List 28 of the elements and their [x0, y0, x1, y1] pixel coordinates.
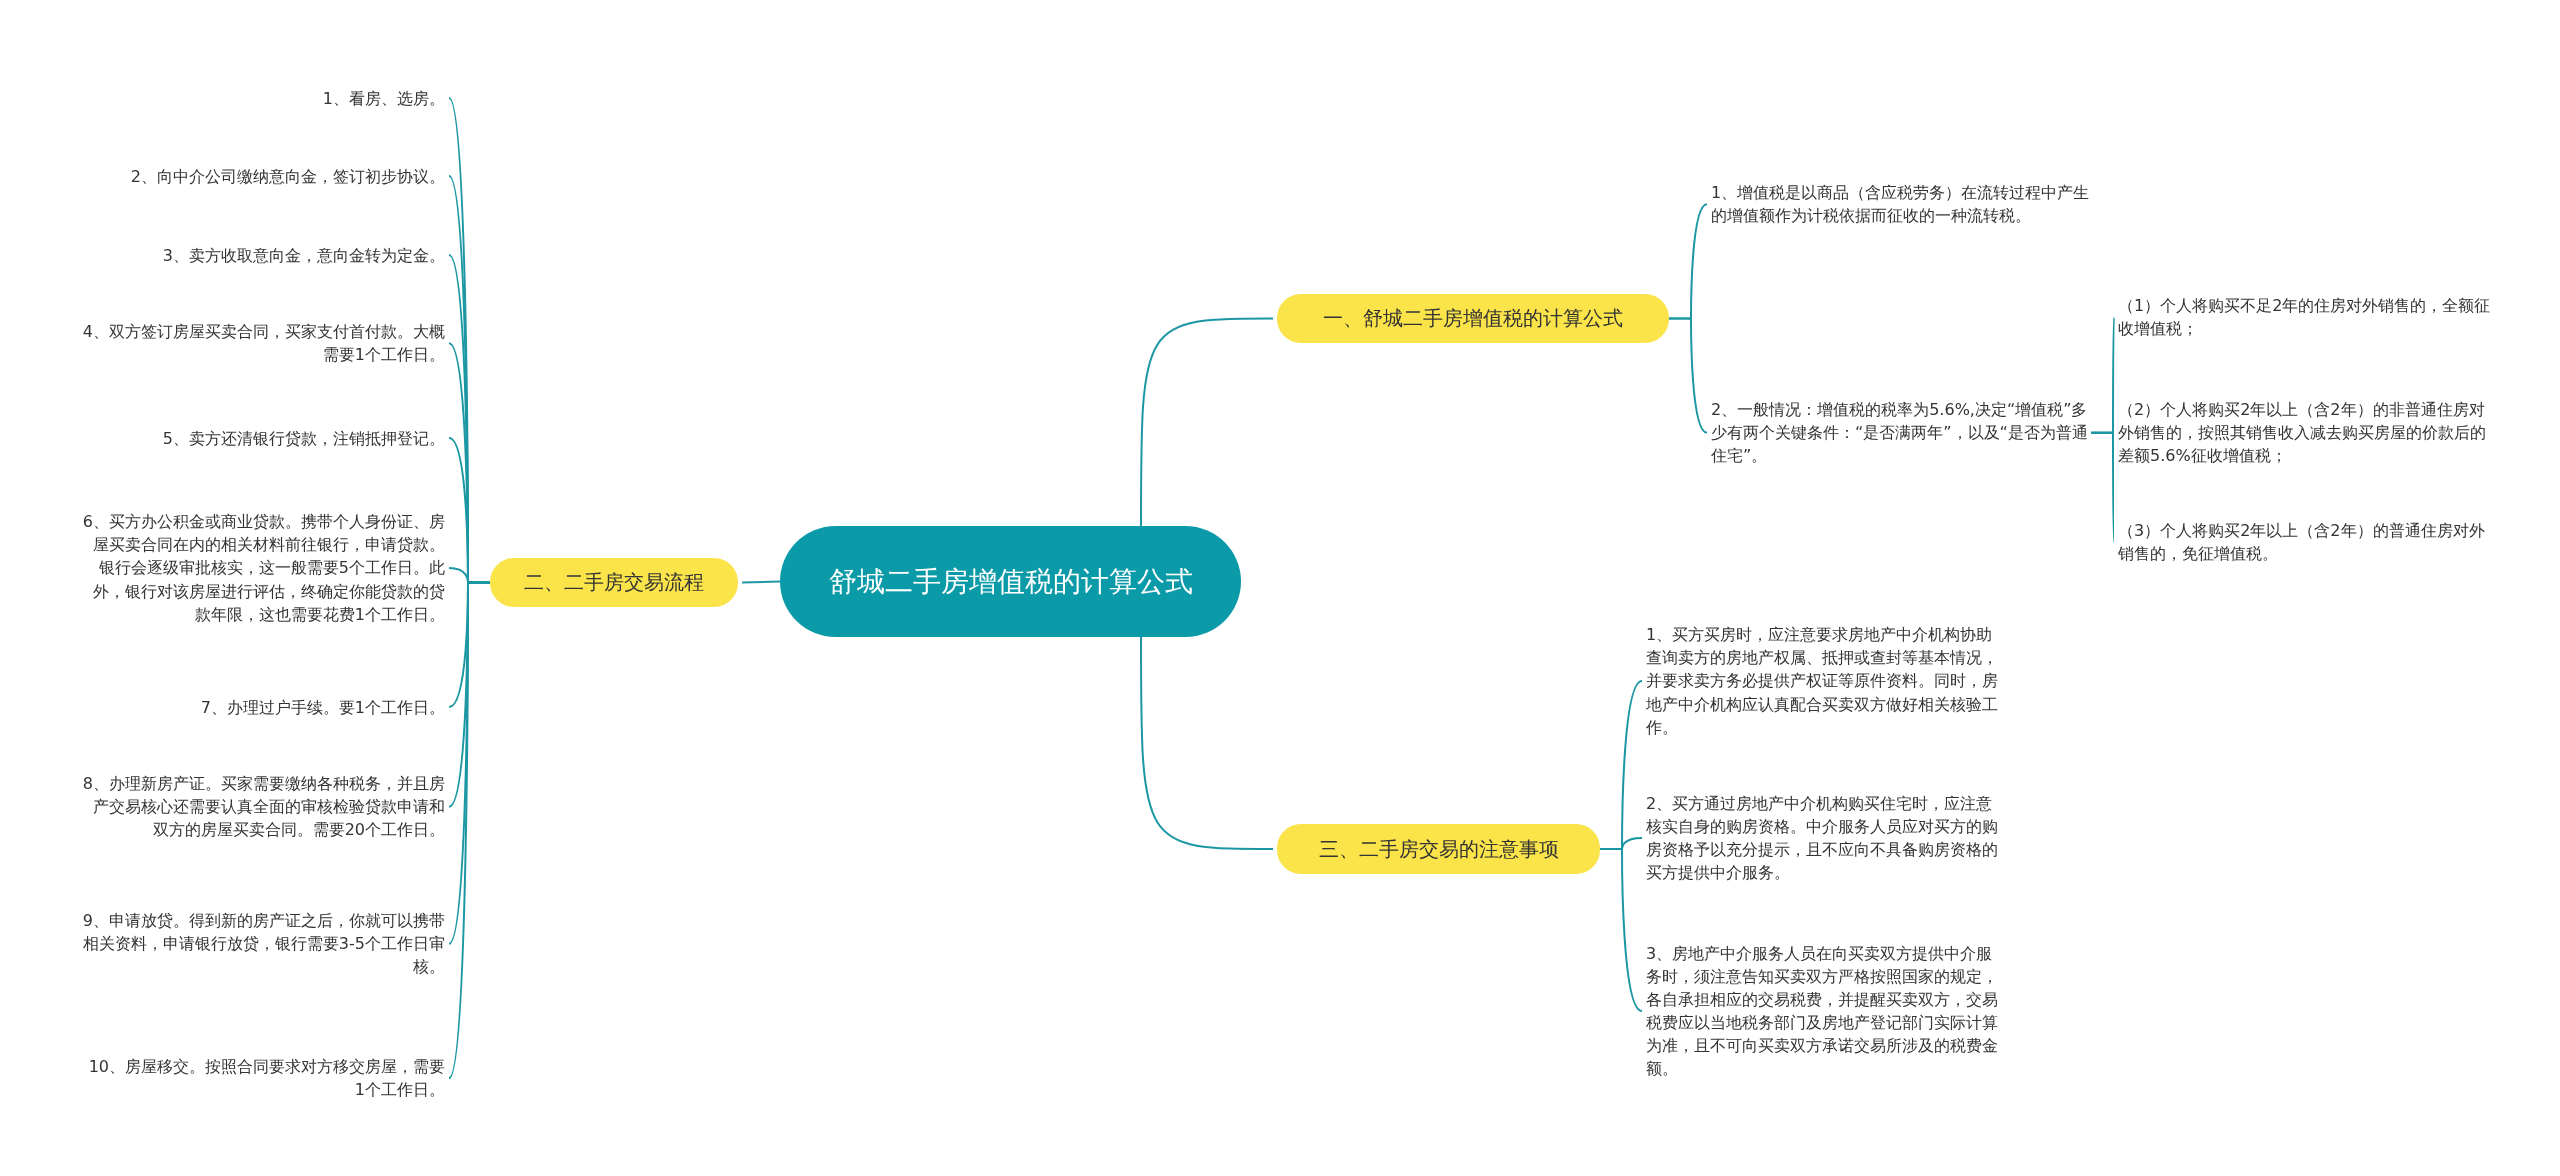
topic-text: 2、买方通过房地产中介机构购买住宅时，应注意核实自身的购房资格。中介服务人员应对买方的购房资格予以充分提示，且不应向不具备购房资格的买方提供中介服务。 — [1646, 791, 2006, 885]
topic-text: 9、申请放贷。得到新的房产证之后，你就可以携带相关资料，申请银行放贷，银行需要3-5个工作日审核。 — [80, 909, 445, 979]
topic-text: 3、房地产中介服务人员在向买卖双方提供中介服务时，须注意告知买卖双方严格按照国家的规定，各自承担相应的交易税费，并提醒买卖双方，交易税费应以当地税务部门及房地产登记部门实际计算为准，且不可向买卖双方承诺交易所涉及的税费金额。 — [1646, 941, 2006, 1081]
topic-text: 1、买方买房时，应注意要求房地产中介机构协助查询卖方的房地产权属、抵押或查封等基本情况，并要求卖方务必提供产权证等原件资料。同时，房地产中介机构应认真配合买卖双方做好相关核验工作。 — [1646, 623, 2006, 739]
branch-topic: 二、二手房交易流程 — [490, 558, 738, 607]
topic-text: 2、向中介公司缴纳意向金，签订初步协议。 — [80, 164, 445, 188]
topic-text: （3）个人将购买2年以上（含2年）的普通住房对外销售的，免征增值税。 — [2118, 519, 2498, 566]
topic-text: 7、办理过户手续。要1个工作日。 — [80, 695, 445, 719]
connector-line — [2090, 431, 2115, 544]
connector-line — [1668, 317, 1708, 434]
connector-line — [1140, 317, 1274, 527]
connector-line — [1140, 636, 1274, 850]
connector-line — [1599, 848, 1643, 1013]
topic-text: 10、房屋移交。按照合同要求对方移交房屋，需要1个工作日。 — [80, 1055, 445, 1102]
topic-text: 4、双方签订房屋买卖合同，买家支付首付款。大概需要1个工作日。 — [80, 320, 445, 367]
topic-text: 3、卖方收取意向金，意向金转为定金。 — [80, 243, 445, 267]
connector-line — [741, 580, 781, 584]
topic-text: 1、增值税是以商品（含应税劳务）在流转过程中产生的增值额作为计税依据而征收的一种流转税。 — [1711, 181, 2091, 228]
branch-topic: 三、二手房交易的注意事项 — [1277, 824, 1600, 874]
topic-text: 5、卖方还清银行贷款，注销抵押登记。 — [80, 426, 445, 450]
topic-text: （1）个人将购买不足2年的住房对外销售的，全额征收增值税； — [2118, 294, 2498, 341]
topic-text: 8、办理新房产证。买家需要缴纳各种税务，并且房产交易核心还需要认真全面的审核检验贷款申请和双方的房屋买卖合同。需要20个工作日。 — [80, 772, 445, 842]
branch-topic: 一、舒城二手房增值税的计算公式 — [1277, 294, 1669, 343]
topic-text: （2）个人将购买2年以上（含2年）的非普通住房对外销售的，按照其销售收入减去购买房屋的价款后的差额5.6%征收增值税； — [2118, 398, 2498, 468]
topic-text: 1、看房、选房。 — [80, 86, 445, 110]
topic-text: 6、买方办公积金或商业贷款。携带个人身份证、房屋买卖合同在内的相关材料前往银行，申请贷款。银行会逐级审批核实，这一般需要5个工作日。此外，银行对该房屋进行评估，终确定你能贷款的贷款年限，这也需要花费1个工作日。 — [80, 510, 445, 626]
topic-text: 2、一般情况：增值税的税率为5.6%,决定“增值税”多少有两个关键条件：“是否满两年”，以及“是否为普通住宅”。 — [1711, 398, 2091, 468]
central-topic: 舒城二手房增值税的计算公式 — [780, 526, 1241, 637]
